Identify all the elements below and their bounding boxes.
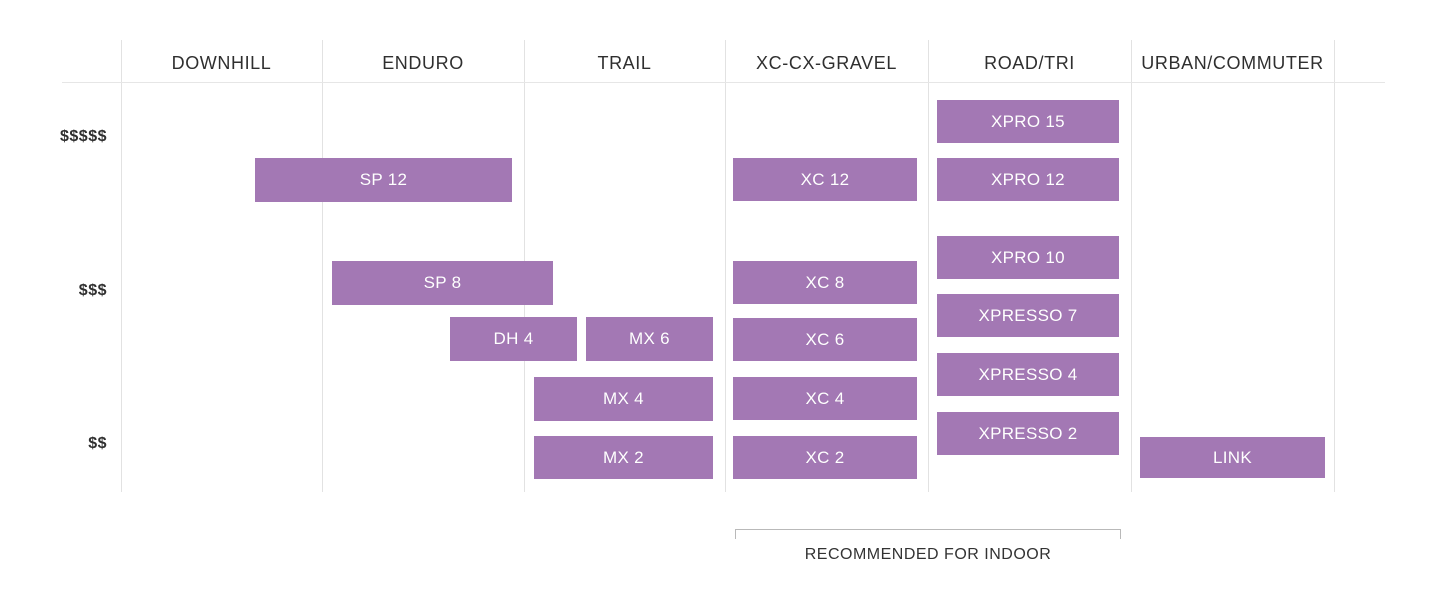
column-header-2: TRAIL	[597, 53, 652, 73]
column-header-4: ROAD/TRI	[984, 53, 1075, 73]
header-divider-rule	[62, 82, 1385, 83]
price-tier-label-2: $$	[88, 435, 107, 452]
product-bar[interactable]: XPRO 12	[937, 158, 1119, 201]
product-bar[interactable]: XPRO 10	[937, 236, 1119, 279]
product-bar[interactable]: MX 2	[534, 436, 713, 479]
product-bar[interactable]: MX 4	[534, 377, 713, 421]
grid-line-0	[121, 40, 122, 492]
grid-line-1	[322, 40, 323, 492]
price-tier-label-1: $$$	[78, 282, 107, 299]
product-bar[interactable]: XC 4	[733, 377, 917, 420]
column-header-3: XC-CX-GRAVEL	[756, 53, 897, 73]
product-bar[interactable]: XC 12	[733, 158, 917, 201]
grid-line-5	[1131, 40, 1132, 492]
product-bar[interactable]: XC 8	[733, 261, 917, 304]
product-bar[interactable]: XC 2	[733, 436, 917, 479]
product-bar[interactable]: SP 8	[332, 261, 553, 305]
product-bar[interactable]: DH 4	[450, 317, 577, 361]
recommended-for-indoor-label: RECOMMENDED FOR INDOOR	[804, 546, 1052, 563]
product-bar[interactable]: XC 6	[733, 318, 917, 361]
column-header-1: ENDURO	[382, 53, 464, 73]
grid-line-4	[928, 40, 929, 492]
column-header-5: URBAN/COMMUTER	[1141, 53, 1324, 73]
product-bar[interactable]: XPRESSO 4	[937, 353, 1119, 396]
product-bar[interactable]: SP 12	[255, 158, 512, 202]
product-bar[interactable]: XPRESSO 2	[937, 412, 1119, 455]
product-bar[interactable]: LINK	[1140, 437, 1325, 478]
price-tier-label-0: $$$$$	[60, 128, 107, 145]
recommended-for-indoor-bracket	[735, 529, 1121, 539]
grid-line-6	[1334, 40, 1335, 492]
product-bar[interactable]: XPRO 15	[937, 100, 1119, 143]
product-bar[interactable]: XPRESSO 7	[937, 294, 1119, 337]
product-bar[interactable]: MX 6	[586, 317, 713, 361]
grid-line-3	[725, 40, 726, 492]
column-header-0: DOWNHILL	[171, 53, 272, 73]
